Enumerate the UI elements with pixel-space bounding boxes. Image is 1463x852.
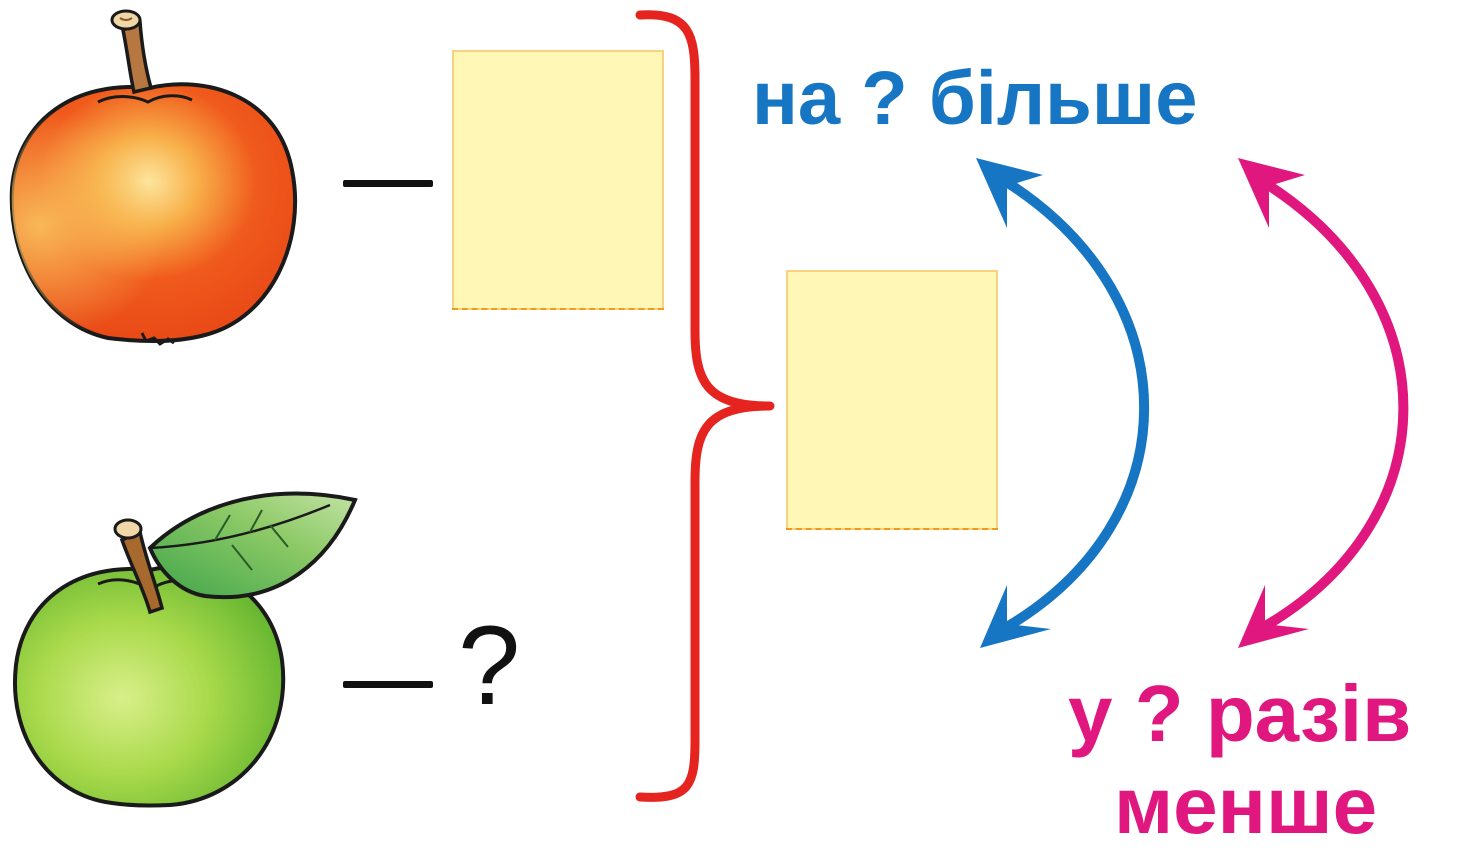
dash-green-apple [343,681,433,688]
blue-double-arrow-icon [976,158,1150,648]
pink-double-arrow-icon [1238,158,1409,648]
label-times-line1: у ? разів [1068,669,1412,758]
answer-box-total[interactable] [786,270,998,530]
red-apple-icon [9,9,298,346]
dash-red-apple [343,180,433,187]
answer-box-red-apples[interactable] [452,50,664,310]
green-apple-icon [13,491,358,808]
curly-brace [635,10,775,802]
label-more-by: на ? більше [752,56,1198,141]
label-times-line2: менше [1114,761,1378,850]
question-mark: ? [458,603,521,728]
